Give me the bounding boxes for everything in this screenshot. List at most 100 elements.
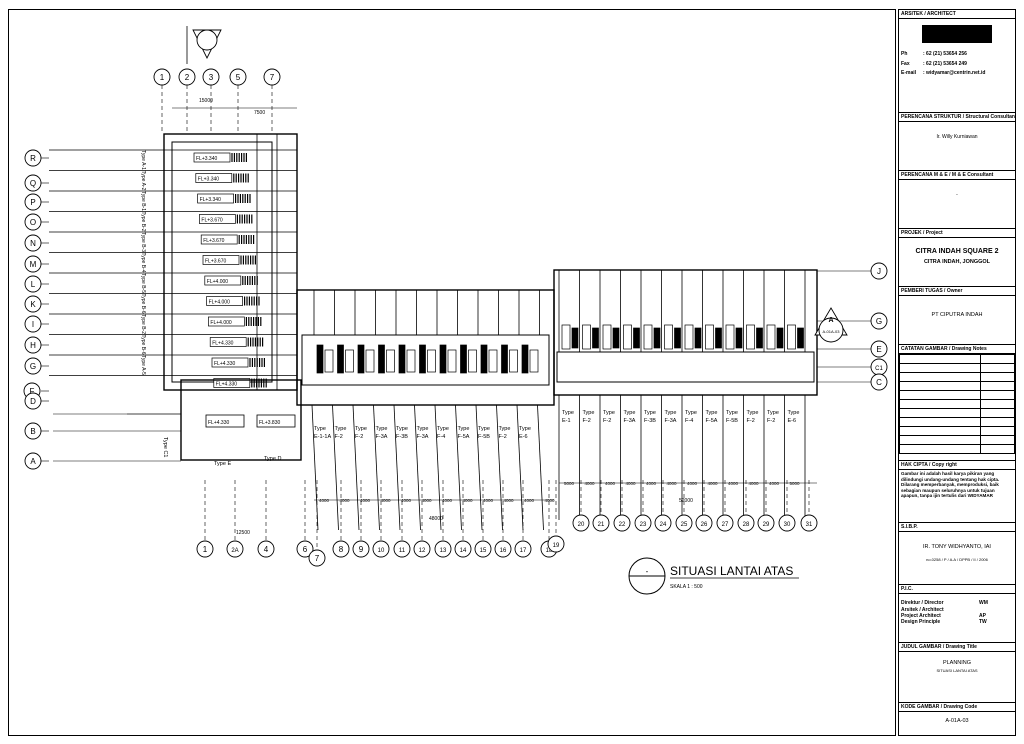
mep-section: PERENCANA M & E / M & E Consultant -	[899, 171, 1015, 229]
middle-grid-extension	[393, 404, 401, 531]
grid-bottom-bubble-circle	[308, 549, 326, 567]
grid-bottom-bubble-circle	[613, 514, 631, 532]
middle-unit-label-box	[468, 349, 477, 373]
middle-grid-extension	[537, 404, 544, 531]
grid-bottom-bubble-label: 16	[500, 548, 507, 554]
middle-unit-type-code: E-1-1A	[314, 434, 331, 440]
fl-label: FL+4.330	[216, 382, 237, 388]
revision-header: CATATAN GAMBAR / Drawing Notes	[899, 345, 1015, 355]
middle-unit-type: Type	[355, 426, 367, 432]
lower-left-annex	[180, 379, 302, 461]
right-unit-type-code: F-3A	[624, 418, 636, 424]
grid-bottom-bubble-circle	[296, 540, 314, 558]
middle-unit-type: Type	[396, 426, 408, 432]
pic-initials: WM	[979, 600, 988, 607]
revision-section: CATATAN GAMBAR / Drawing Notes	[899, 345, 1015, 461]
right-unit-type: Type	[726, 410, 738, 416]
left-unit-type: Type B-5	[140, 273, 146, 293]
grid-bottom-bubble-circle	[778, 514, 796, 532]
grid-bottom-bubble-label: 11	[399, 548, 406, 554]
right-unit-type: Type	[603, 410, 615, 416]
right-total-dimension: 52000	[679, 498, 693, 504]
grid-bottom-bubble-circle	[332, 540, 350, 558]
grid-bottom-bubble-label: 15	[480, 548, 487, 554]
grid-left-bubble-label: M	[30, 260, 37, 269]
grid-right-bubble-label: C	[876, 378, 882, 387]
grid-bottom-bubble-label: 25	[681, 522, 688, 528]
middle-unit-label-box	[365, 349, 375, 373]
drawing-title-section: JUDUL GAMBAR / Drawing Title PLANNING SI…	[899, 643, 1015, 703]
left-unit-type: Type A-5	[140, 355, 146, 375]
middle-grid-extension	[373, 404, 380, 531]
title-block: ARSITEK / ARCHITECT Ph: 62 (21) 53654 25…	[898, 9, 1016, 736]
grid-bottom-bubble-circle	[654, 514, 672, 532]
middle-stair	[316, 344, 324, 374]
grid-bottom-bubble-label: 18	[546, 548, 553, 554]
fl-label: FL+4.330	[214, 361, 235, 367]
grid-bottom-bubble-circle	[737, 514, 755, 532]
middle-unit-type: Type	[335, 426, 347, 432]
pic-initials: AP	[979, 612, 986, 619]
grid-top-bubble-circle	[229, 68, 247, 86]
middle-unit-type: Type	[458, 426, 470, 432]
grid-left-bubble-label: Q	[30, 179, 36, 188]
middle-grid-extension	[414, 404, 421, 531]
bottom-left-dimension: 12500	[236, 530, 250, 536]
right-stair	[797, 327, 804, 349]
grid-left-bubble-label: F	[30, 387, 35, 396]
middle-unit-label-box	[509, 349, 518, 373]
middle-unit-label-box	[488, 349, 498, 373]
plan-scale: SKALA 1 : 500	[670, 584, 703, 590]
right-unit-label-box	[664, 324, 673, 350]
middle-grid-extension	[352, 404, 360, 531]
mep-consultant: -	[956, 192, 958, 199]
grid-left-bubble-label: B	[30, 427, 35, 436]
structural-header: PERENCANA STRUKTUR / Structural Consulta…	[899, 113, 1015, 123]
middle-span-dim: 4000	[462, 498, 473, 503]
grid-bottom-bubble-label: 6	[303, 545, 308, 554]
grid-bottom-bubble-label: 4	[264, 545, 269, 554]
middle-stair	[378, 344, 385, 374]
middle-span-dim: 4000	[401, 498, 412, 503]
fl-label: FL+4.000	[209, 300, 230, 306]
grid-left-bubble-label: I	[32, 320, 34, 329]
left-unit-type: Type B-6	[140, 293, 146, 313]
middle-grid-extension	[434, 404, 442, 531]
grid-right-bubble-label: E	[876, 345, 881, 354]
grid-bottom-bubble-circle	[474, 540, 492, 558]
grid-bottom-bubble-label: 29	[763, 522, 770, 528]
copyright-text: Gambar ini adalah hasil karya pikiran ya…	[901, 471, 1000, 499]
right-unit-type: Type	[788, 410, 800, 416]
grid-bottom-bubble-circle	[393, 540, 411, 558]
right-unit-type: Type	[665, 410, 677, 416]
right-unit-type-code: F-2	[767, 418, 775, 424]
fl-label: FL+3.830	[259, 420, 280, 426]
right-unit-label-box	[705, 324, 714, 350]
grid-bottom-bubble-circle	[757, 514, 775, 532]
middle-span-dim: 4000	[339, 498, 350, 503]
fl-label: FL+3.340	[196, 156, 217, 162]
right-unit-type: Type	[624, 410, 636, 416]
middle-span-dim: 4000	[360, 498, 371, 503]
drawing-title-header: JUDUL GAMBAR / Drawing Title	[899, 643, 1015, 653]
grid-bottom-bubble-label: 9	[359, 545, 364, 554]
middle-span-dim: 4000	[483, 498, 494, 503]
phone-label: Ph	[901, 51, 908, 58]
right-stair	[633, 327, 640, 349]
grid-bottom-bubble-label: 28	[743, 522, 750, 528]
right-unit-type-code: E-1	[562, 418, 571, 424]
left-unit-type: Type B-2	[140, 314, 146, 334]
grid-bottom-bubble-circle	[454, 540, 472, 558]
grid-bottom-bubble-circle	[196, 540, 214, 558]
grid-bottom-bubble-circle	[226, 540, 244, 558]
right-unit-label-box	[561, 324, 571, 350]
annex-box	[205, 414, 245, 428]
sibp-number: no.0258 / P / A.A / DPPB / II / 2006	[926, 557, 988, 563]
grid-bottom-bubble-circle	[634, 514, 652, 532]
copyright-section: HAK CIPTA / Copy right Gambar ini adalah…	[899, 461, 1015, 523]
email-label: E-mail	[901, 69, 917, 76]
grid-bottom-bubble-label: 17	[520, 548, 527, 554]
right-corridor	[556, 351, 815, 383]
middle-stair	[480, 344, 488, 374]
